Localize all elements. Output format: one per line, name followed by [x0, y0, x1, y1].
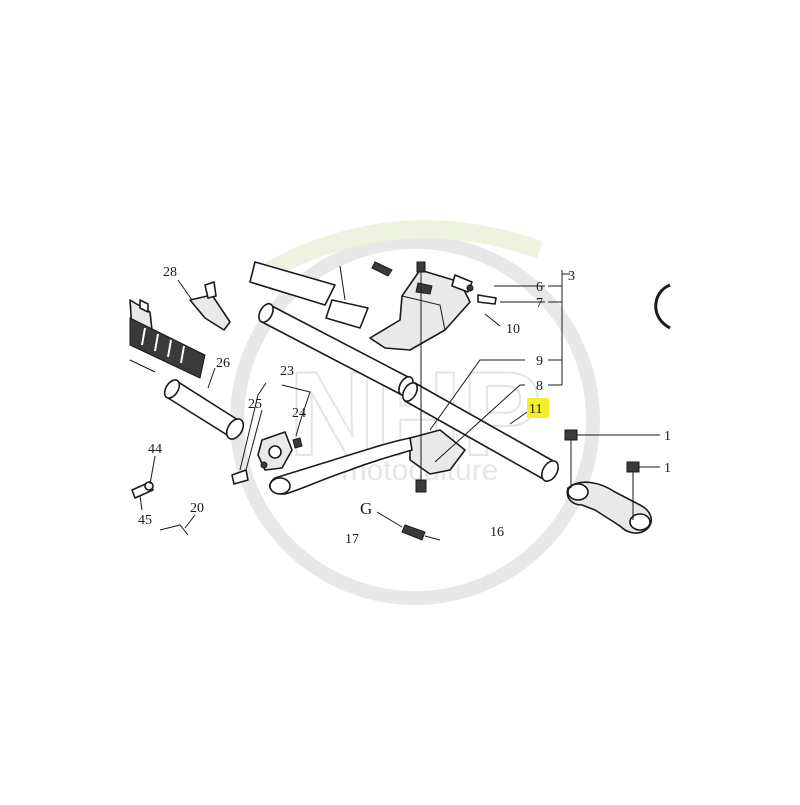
label-1-bottom: 1 [664, 461, 671, 476]
part-belt-fragment [654, 283, 671, 330]
part-small-nut [139, 299, 149, 313]
label-11: 11 [529, 402, 542, 417]
highlight-box [527, 398, 549, 418]
part-labels: 3 6 7 10 9 8 11 1 1 16 17 G 20 23 24 25 … [138, 265, 671, 547]
part-26-grip-sleeve [163, 367, 245, 440]
part-grip-housing [129, 317, 206, 379]
label-45: 45 [138, 513, 152, 528]
top-nut [416, 261, 426, 273]
grip-ridges [141, 327, 185, 364]
label-G: G [360, 499, 372, 518]
label-16: 16 [490, 525, 504, 540]
label-17: 17 [345, 532, 359, 547]
label-44: 44 [148, 442, 162, 457]
right-bracket [564, 429, 652, 534]
label-26: 26 [216, 356, 230, 371]
label-20: 20 [190, 501, 204, 516]
label-23: 23 [280, 364, 294, 379]
label-3: 3 [568, 269, 575, 284]
part-20-fragment [159, 524, 189, 536]
part-g-connector [401, 524, 441, 541]
label-7: 7 [536, 296, 543, 311]
label-28: 28 [163, 265, 177, 280]
label-10: 10 [506, 322, 520, 337]
label-1-top: 1 [664, 429, 671, 444]
label-25: 25 [248, 397, 262, 412]
lower-clamp [409, 429, 466, 493]
label-9: 9 [536, 354, 543, 369]
leader-lines [139, 270, 660, 529]
part-28-clip [177, 279, 231, 331]
part-11-handlebar-tube [401, 382, 559, 482]
left-handle-assembly [129, 299, 206, 379]
upper-clamp-bracket [369, 269, 497, 351]
label-8: 8 [536, 379, 543, 394]
label-6: 6 [536, 280, 543, 295]
part-23-lever-arm [269, 437, 413, 495]
housing-edge [129, 359, 156, 373]
label-24: 24 [292, 406, 306, 421]
part-24-clamp [231, 431, 303, 485]
watermark-leaf [265, 220, 544, 278]
part-44-bolt [131, 481, 154, 499]
cable-strip [249, 261, 393, 329]
